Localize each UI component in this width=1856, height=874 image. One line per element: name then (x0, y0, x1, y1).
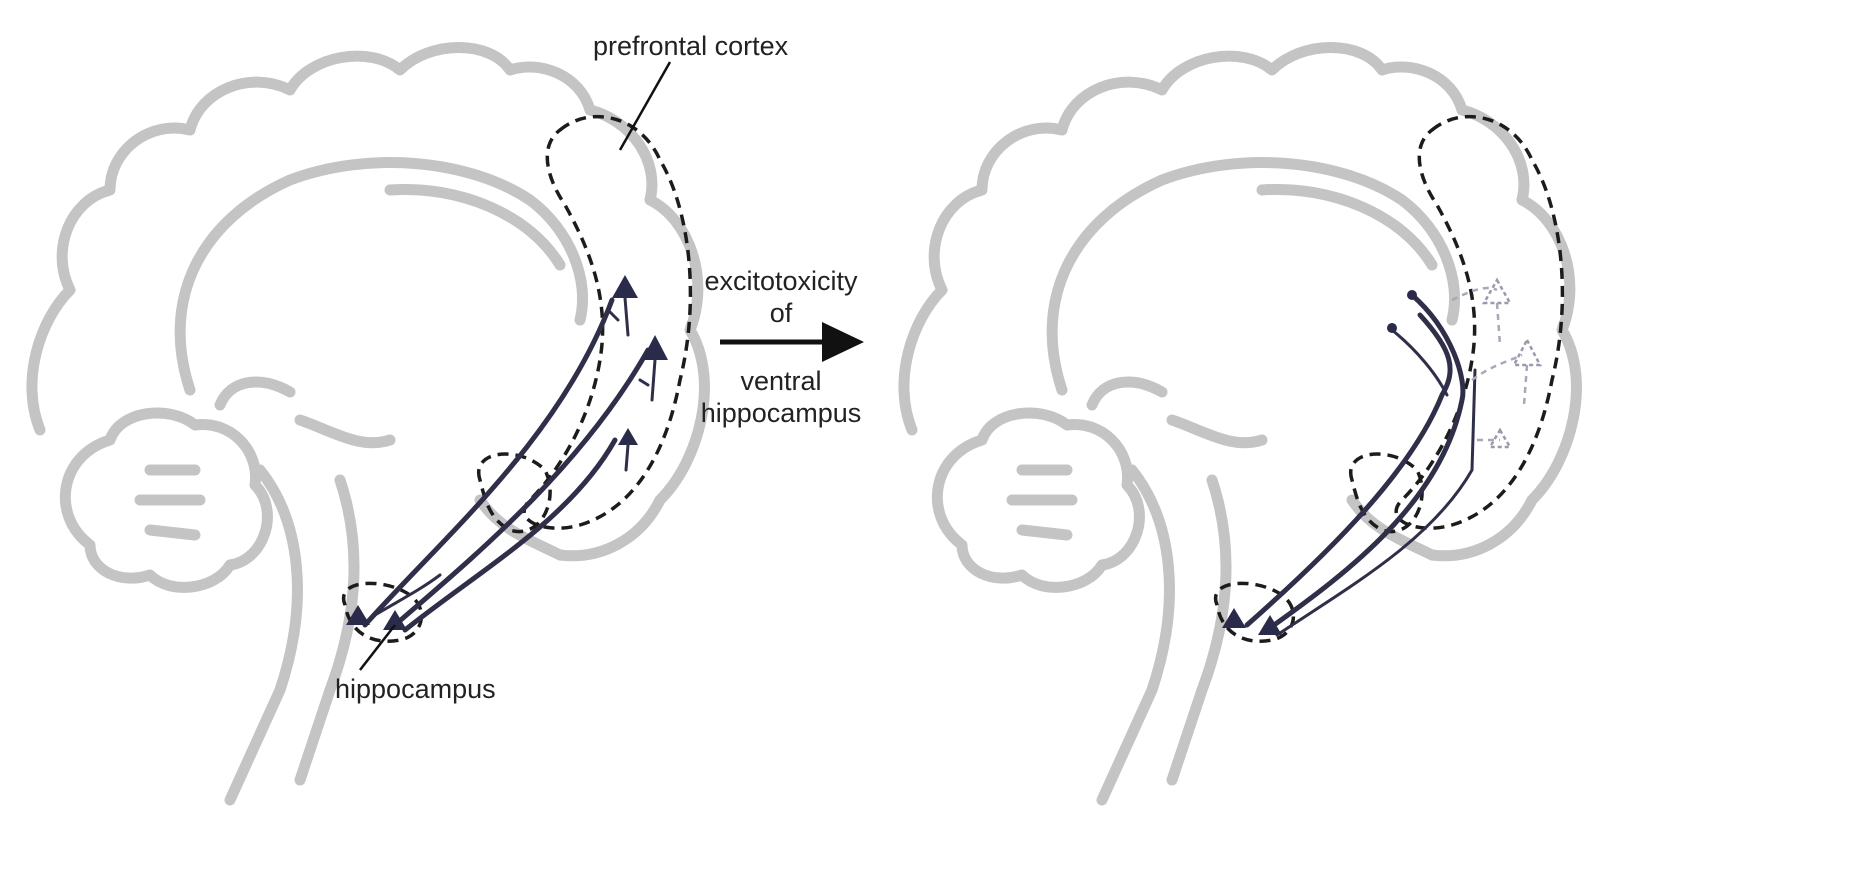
right-brain (904, 48, 1576, 801)
left-axon-2 (395, 350, 648, 625)
right-axon-3 (1277, 370, 1475, 635)
left-brain: prefrontal cortex hippocampus (32, 31, 789, 800)
right-faded-neuron-3 (1490, 430, 1510, 447)
arrow-label-line-2: of (770, 298, 793, 328)
arrow-label-line-3: ventral (740, 366, 821, 396)
right-prefrontal-region (1396, 117, 1562, 529)
right-faded-neuron-2 (1514, 340, 1540, 365)
arrow-label-line-4: hippocampus (701, 398, 862, 428)
left-axon-1 (365, 300, 612, 625)
right-faded-neuron-1 (1484, 280, 1510, 303)
right-thalamus-region (1351, 454, 1422, 532)
right-axon-end-2 (1387, 323, 1397, 333)
arrow-head (822, 322, 864, 362)
label-prefrontal-cortex: prefrontal cortex (593, 31, 789, 61)
label-hippocampus: hippocampus (335, 674, 496, 704)
right-brain-outline (904, 48, 1576, 801)
left-neuron-1 (612, 275, 638, 298)
left-neuron-3 (618, 428, 638, 445)
hippocampus-leader-line (360, 625, 395, 670)
arrow-label-line-1: excitotoxicity (704, 266, 858, 296)
left-neuron-2 (642, 335, 668, 360)
transition-arrow: excitotoxicity of ventral hippocampus (701, 266, 864, 428)
left-prefrontal-region (524, 117, 690, 529)
right-hippo-neuron-2 (1258, 615, 1282, 635)
right-axon-end-1 (1407, 290, 1417, 300)
right-axon-1 (1247, 315, 1450, 625)
